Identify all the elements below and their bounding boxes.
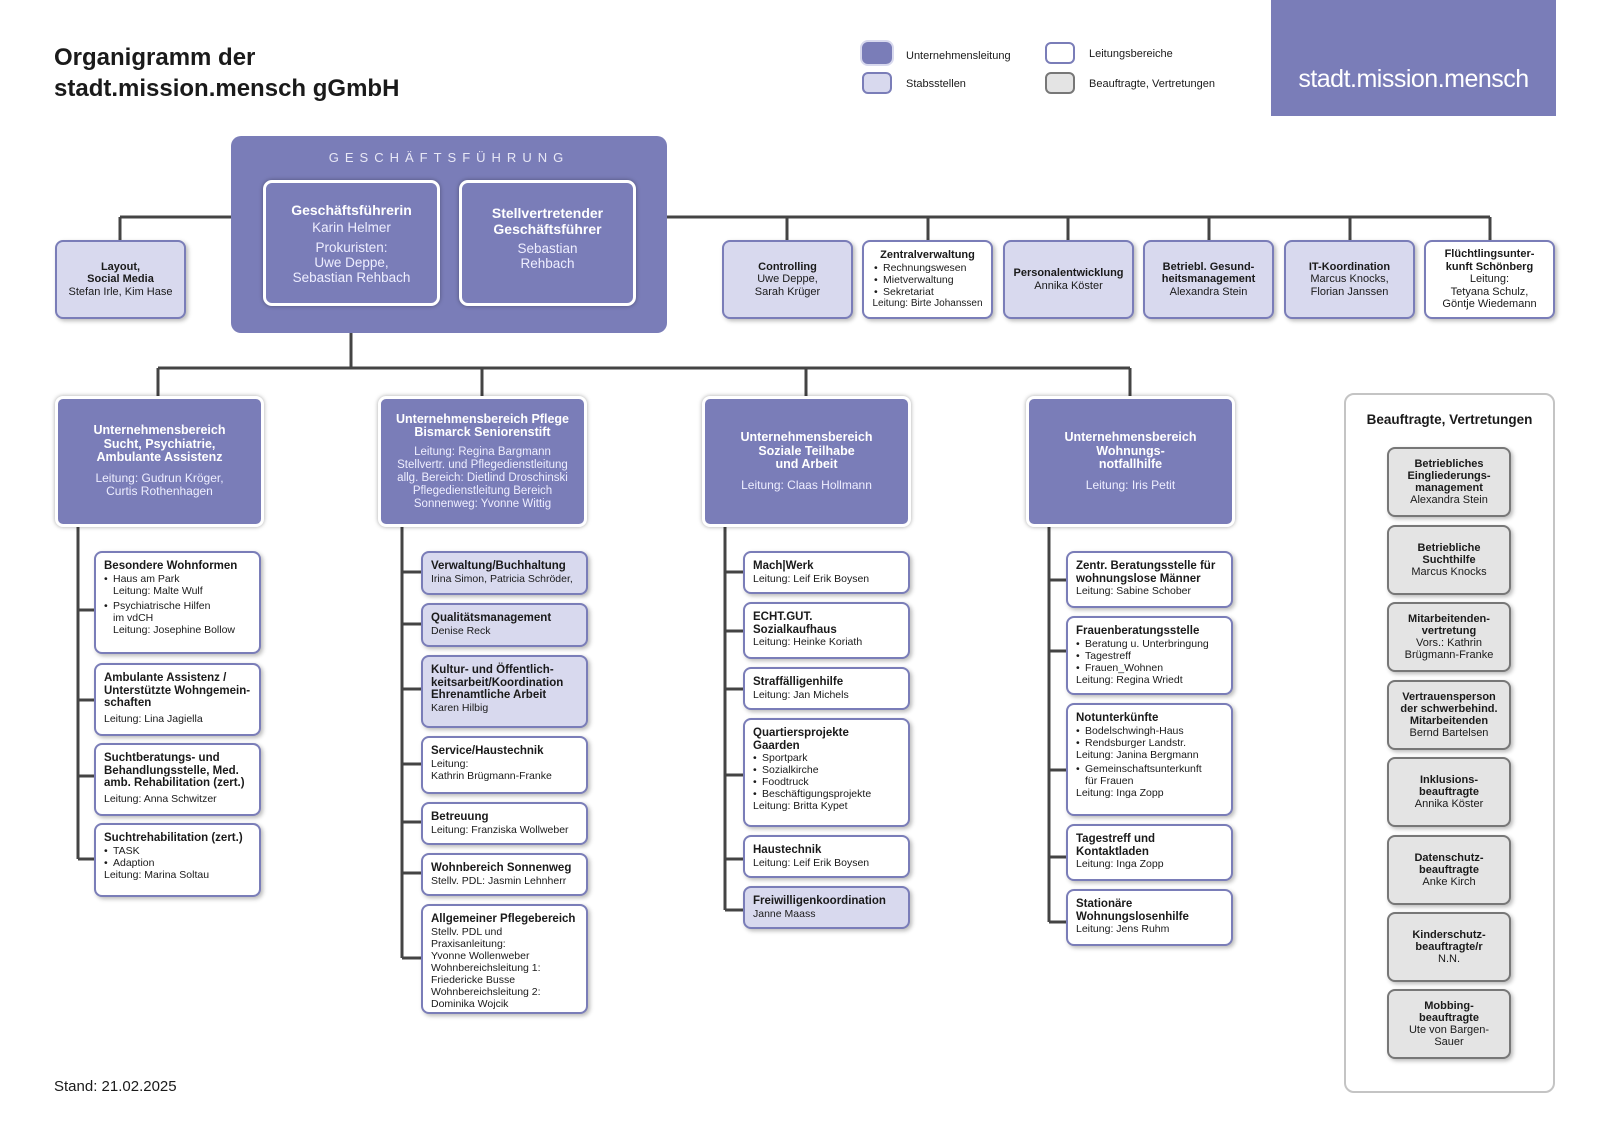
legend-label-leitungsbereiche: Leitungsbereiche [1089, 48, 1173, 60]
c2-allgemeiner-pflegebereich: Allgemeiner Pflegebereich Stellv. PDL un… [421, 904, 588, 1014]
legend-swatch-unternehmensleitung [862, 42, 892, 64]
c1-ambulante-assistenz: Ambulante Assistenz / Unterstützte Wohng… [94, 663, 261, 736]
legend-swatch-stabsstellen [862, 72, 892, 94]
c4-zentr-beratungsstelle: Zentr. Beratungsstelle für wohnungslose … [1066, 551, 1233, 608]
c3-machwerk: Mach|Werk Leitung: Leif Erik Boysen [743, 551, 910, 594]
b-datenschutzbeauftragte: Datenschutz- beauftragte Anke Kirch [1387, 835, 1511, 905]
c4-notunterkuenfte: Notunterkünfte Bodelschwingh-Haus Rendsb… [1066, 703, 1233, 816]
legend-label-stabsstellen: Stabsstellen [906, 78, 966, 90]
b-kinderschutzbeauftragte: Kinderschutz- beauftragte/r N.N. [1387, 912, 1511, 982]
ub-pflege: Unternehmensbereich Pflege Bismarck Seni… [378, 396, 587, 527]
b-inklusionsbeauftragte: Inklusions- beauftragte Annika Köster [1387, 757, 1511, 827]
staff-bgm: Betriebl. Gesund- heitsmanagement Alexan… [1143, 240, 1274, 319]
staff-fluechtlingsunterkunft: Flüchtlingsunter- kunft Schönberg Leitun… [1424, 240, 1555, 319]
legend-label-unternehmensleitung: Unternehmensleitung [906, 50, 1011, 62]
b-mobbingbeauftragte: Mobbing- beauftragte Ute von Bargen- Sau… [1387, 989, 1511, 1059]
c1-suchtberatung: Suchtberatungs- und Behandlungsstelle, M… [94, 743, 261, 816]
c4-frauenberatungsstelle: Frauenberatungsstelle Beratung u. Unterb… [1066, 616, 1233, 695]
staff-layout: Layout, Social Media Stefan Irle, Kim Ha… [55, 240, 186, 319]
c2-verwaltung: Verwaltung/Buchhaltung Irina Simon, Patr… [421, 551, 588, 595]
b-vertrauensperson: Vertrauensperson der schwerbehind. Mitar… [1387, 680, 1511, 750]
c2-qualitaetsmanagement: Qualitätsmanagement Denise Reck [421, 603, 588, 647]
legend-swatch-leitungsbereiche [1045, 42, 1075, 64]
c3-haustechnik: Haustechnik Leitung: Leif Erik Boysen [743, 835, 910, 878]
c2-betreuung: Betreuung Leitung: Franziska Wollweber [421, 802, 588, 845]
b-suchthilfe: Betriebliche Suchthilfe Marcus Knocks [1387, 525, 1511, 595]
deputy-box: Stellvertretender Geschäftsführer Sebast… [459, 180, 636, 306]
staff-controlling: Controlling Uwe Deppe, Sarah Krüger [722, 240, 853, 319]
staff-it-koordination: IT-Koordination Marcus Knocks, Florian J… [1284, 240, 1415, 319]
b-mitarbeitendenvertretung: Mitarbeitenden- vertretung Vors.: Kathri… [1387, 602, 1511, 672]
c1-besondere-wohnformen: Besondere Wohnformen Haus am ParkLeitung… [94, 551, 261, 654]
ub-wohnungsnotfallhilfe: Unternehmensbereich Wohnungs- notfallhil… [1026, 396, 1235, 527]
c3-straffaelligenhilfe: Straffälligenhilfe Leitung: Jan Michels [743, 667, 910, 710]
legend-swatch-beauftragte [1045, 72, 1075, 94]
c3-freiwilligenkoordination: Freiwilligenkoordination Janne Maass [743, 886, 910, 929]
ub-sucht-psychiatrie: Unternehmensbereich Sucht, Psychiatrie, … [55, 396, 264, 527]
staff-zentralverwaltung: Zentralverwaltung Rechnungswesen Mietver… [862, 240, 993, 319]
geschaeftsfuehrung-label: GESCHÄFTSFÜHRUNG [328, 150, 570, 165]
c2-service-haustechnik: Service/Haustechnik Leitung: Kathrin Brü… [421, 736, 588, 794]
ub-soziale-teilhabe: Unternehmensbereich Soziale Teilhabe und… [702, 396, 911, 527]
ceo-box: Geschäftsführerin Karin Helmer Prokurist… [263, 180, 440, 306]
c1-suchtrehabilitation: Suchtrehabilitation (zert.) TASK Adaptio… [94, 823, 261, 897]
zentral-list: Rechnungswesen Mietverwaltung Sekretaria… [868, 262, 987, 298]
b-eingliederungsmanagement: Betriebliches Eingliederungs- management… [1387, 447, 1511, 517]
c2-kultur-oeffentlichkeit: Kultur- und Öffentlich- keitsarbeit/Koor… [421, 655, 588, 728]
c3-echtgut: ECHT.GUT. Sozialkaufhaus Leitung: Heinke… [743, 602, 910, 659]
beauftragte-panel [1344, 393, 1555, 1093]
c3-quartiersprojekte: Quartiersprojekte Gaarden Sportpark Sozi… [743, 718, 910, 827]
stand-date: Stand: 21.02.2025 [54, 1078, 177, 1095]
beauftragte-title: Beauftragte, Vertretungen [1366, 412, 1533, 427]
legend-label-beauftragte: Beauftragte, Vertretungen [1089, 78, 1215, 90]
c4-stationaere-wohnungslosenhilfe: Stationäre Wohnungslosenhilfe Leitung: J… [1066, 889, 1233, 946]
staff-personalentwicklung: Personalentwicklung Annika Köster [1003, 240, 1134, 319]
brand-logo: stadt.mission.mensch [1271, 0, 1556, 116]
c4-tagestreff: Tagestreff und Kontaktladen Leitung: Ing… [1066, 824, 1233, 881]
page-title: Organigramm der stadt.mission.mensch gGm… [54, 44, 400, 102]
c2-wohnbereich-sonnenweg: Wohnbereich Sonnenweg Stellv. PDL: Jasmi… [421, 853, 588, 896]
